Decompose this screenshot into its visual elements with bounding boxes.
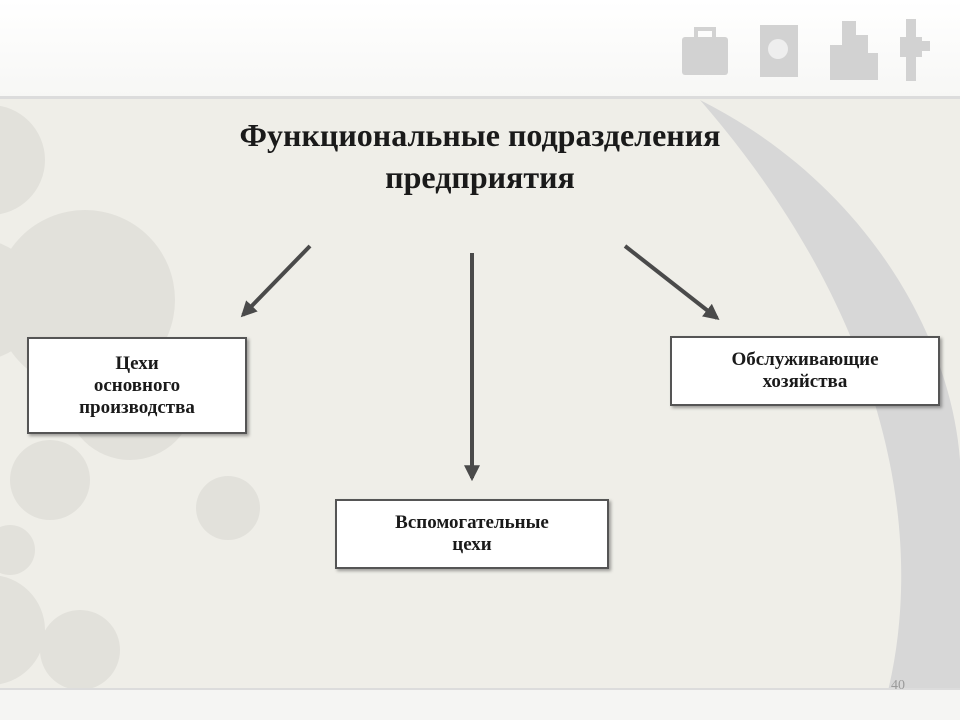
arrow-to-right-box [623, 244, 720, 320]
box-auxiliary-shops: Вспомогательные цехи [335, 499, 609, 569]
box-auxiliary-shops-line-1: Вспомогательные [395, 512, 549, 533]
title-line-2: предприятия [385, 159, 575, 195]
briefcase-icon [682, 27, 728, 75]
arrow-to-left-box [240, 244, 312, 318]
page-number: 40 [891, 678, 905, 693]
slide-title: Функциональные подразделения предприятия [100, 114, 860, 198]
document-icon [760, 25, 798, 77]
box-service-facilities-line-2: хозяйства [762, 371, 848, 392]
box-auxiliary-shops-line-2: цехи [452, 534, 492, 555]
box-main-production: Цехи основного производства [27, 337, 247, 434]
buildings-icon [830, 21, 878, 80]
box-main-production-line-2: основного [93, 374, 181, 396]
title-line-1: Функциональные подразделения [239, 117, 721, 153]
box-main-production-line-3: производства [79, 396, 195, 418]
box-service-facilities-line-1: Обслуживающие [731, 349, 879, 370]
tower-icon [900, 19, 930, 81]
header-decoration [682, 19, 930, 81]
box-service-facilities: Обслуживающие хозяйства [670, 336, 940, 406]
box-main-production-line-1: Цехи [115, 352, 159, 374]
